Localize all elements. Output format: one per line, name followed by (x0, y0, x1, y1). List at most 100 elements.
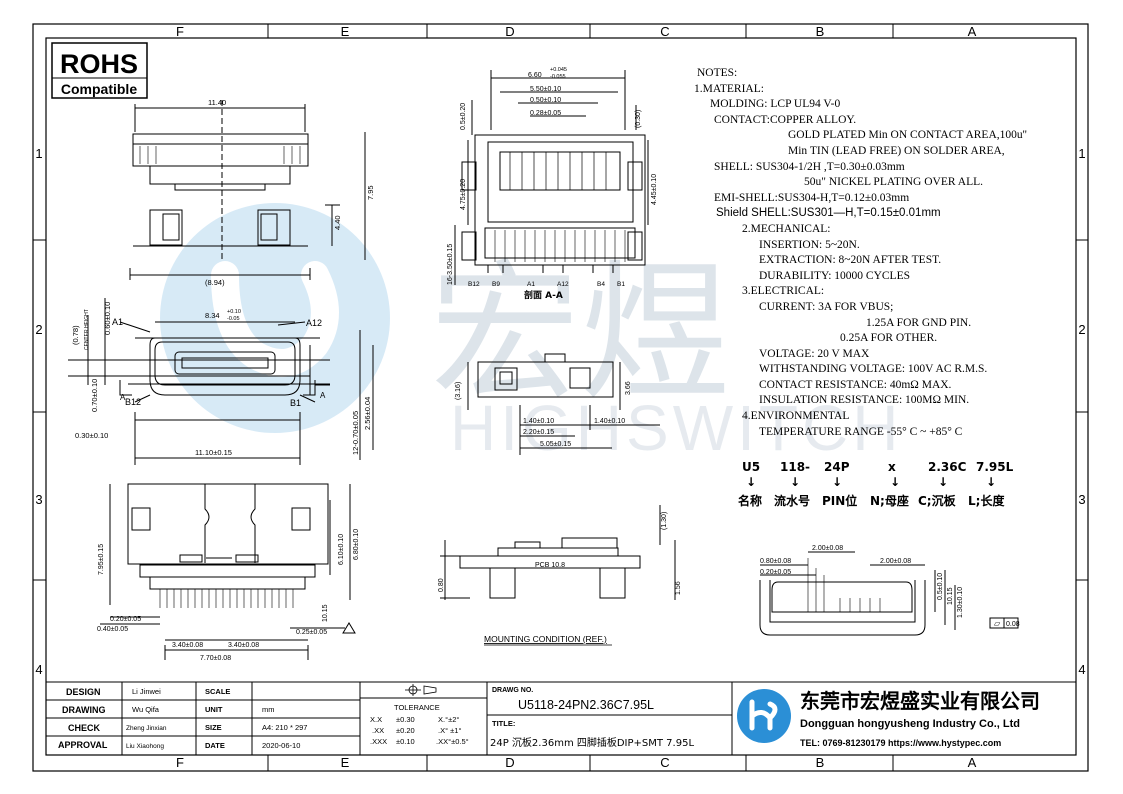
sec-pin-a1: A1 (527, 281, 535, 288)
dim-br-g: 1.30±0.10 (957, 587, 964, 618)
rohs-badge (51, 42, 148, 99)
watermark-logo-icon (160, 203, 390, 433)
code-meaning-5: C;沉板 (918, 494, 956, 508)
dim-bot-d: 3.40±0.08 (228, 642, 259, 649)
zone-top-e: E (341, 24, 350, 39)
rohs-subtitle: Compatible (61, 81, 137, 97)
dim-front-center: CENTER HEIGHT (84, 309, 90, 350)
dim-br-b: 2.00±0.08 (812, 545, 843, 552)
zone-bot-c: C (660, 755, 669, 770)
dim-bot-g: 10.15 (322, 604, 329, 622)
note-line-10: 2.MECHANICAL: (742, 222, 831, 235)
dim-front-overall: 8.34 (205, 311, 220, 320)
dim-sec-v2: (0.30) (635, 110, 642, 128)
note-line-9: Shield SHELL:SUS301—H,T=0.15±0.01mm (716, 207, 941, 220)
label-b1: B1 (290, 398, 301, 408)
dim-bot-b: 0.40±0.05 (97, 626, 128, 633)
code-part-5: 2.36C (928, 460, 967, 474)
watermark-brand: 宏煜 (430, 247, 730, 421)
sec-pin-a12: A12 (557, 281, 569, 288)
date-value: 2020-06-10 (262, 741, 300, 750)
dim-sec-v5: 16-3.50±0.15 (447, 244, 454, 285)
note-line-13: DURABILITY: 10000 CYCLES (759, 269, 910, 282)
note-line-17: 0.25A FOR OTHER. (840, 332, 938, 345)
dim-top-bottom: (8.94) (205, 278, 225, 287)
dim-sec-w4: 0.28±0.05 (530, 110, 561, 117)
tol-r3-c2: ±0.10 (396, 737, 415, 746)
drawing-title: 24P 沉板2.36mm 四脚插板DIP+SMT 7.95L (490, 736, 694, 749)
front-view (68, 298, 374, 465)
zone-top-b: B (816, 24, 825, 39)
sec-pin-b1: B1 (617, 281, 625, 288)
notes-panel: NOTES: 1.MATERIAL: MOLDING: LCP UL94 V-0… (694, 66, 1084, 440)
note-line-15: CURRENT: 3A FOR VBUS; (759, 300, 894, 313)
dim-sec-w1-plus: +0.045 (550, 67, 567, 73)
code-part-4: x (888, 460, 896, 474)
zone-left-2: 2 (35, 322, 42, 337)
label-a-left: A (120, 393, 126, 402)
dim-sec-v1: 0.5±0.20 (460, 103, 467, 130)
design-label: DESIGN (66, 687, 101, 697)
dim-top-height: 7.95 (366, 185, 375, 200)
zone-ticks (33, 24, 1088, 771)
label-a1: A1 (112, 317, 123, 327)
dim-bot-f: 0.25±0.05 (296, 629, 327, 636)
company-logo-icon (737, 689, 791, 743)
dim-front-left2: (0.78) (71, 325, 80, 345)
dim-top-width: 11.40 (208, 98, 226, 107)
title-label: TITLE: (492, 719, 515, 728)
code-meaning-2: 流水号 (774, 494, 811, 508)
code-part-2: 118- (780, 460, 811, 474)
dim-side-d2: 1.40±0.10 (594, 418, 625, 425)
dim-br-f: 10.15 (947, 587, 954, 605)
dim-front-width: 11.10±0.15 (195, 448, 232, 457)
dim-br-e: 0.5±0.10 (937, 573, 944, 600)
drawg-no-label: DRAWG NO. (492, 687, 533, 694)
note-line-5: Min TIN (LEAD FREE) ON SOLDER AREA, (788, 144, 1005, 157)
code-meaning-3: PIN位 (822, 494, 858, 508)
tol-r1-c1: X.X (370, 715, 382, 724)
note-line-12: EXTRACTION: 8~20N AFTER TEST. (759, 254, 942, 267)
design-value: Li Jinwei (132, 687, 161, 696)
check-label: CHECK (68, 723, 101, 733)
code-part-3: 24P (824, 460, 850, 474)
size-label: SIZE (205, 723, 222, 732)
sec-pin-b12: B12 (468, 281, 480, 288)
footprint-view (759, 551, 1019, 636)
dim-side-d4: 5.05±0.15 (540, 441, 571, 448)
date-label: DATE (205, 741, 225, 750)
note-line-4: GOLD PLATED Min ON CONTACT AREA,100u'' (788, 129, 1027, 142)
dim-br-d: 0.20±0.05 (760, 569, 791, 576)
dim-front-left3: 0.70±0.10 (90, 379, 99, 412)
dim-sec-v3: 4.75±0.20 (460, 179, 467, 210)
projection-symbol-icon (405, 684, 437, 696)
dim-sec-w1: 6.60 (528, 72, 542, 79)
note-line-20: CONTACT RESISTANCE: 40mΩ MAX. (759, 378, 952, 391)
code-meaning-1: 名称 (738, 494, 763, 508)
scale-label: SCALE (205, 687, 230, 696)
tolerance-label: TOLERANCE (394, 703, 440, 712)
watermark-brand-en: HIGHSWITCH (450, 392, 902, 464)
notes-heading: NOTES: (697, 67, 738, 79)
drawing-value: Wu Qifa (132, 705, 160, 714)
dim-front-tol-plus: +0.10 (227, 309, 241, 315)
down-arrow-icon: ↓ (790, 475, 801, 489)
mounting-caption: MOUNTING CONDITION (REF.) (484, 634, 607, 644)
down-arrow-icon: ↓ (938, 475, 949, 489)
zone-bot-e: E (341, 755, 350, 770)
tol-r2-c1: .XX (372, 726, 384, 735)
zone-bot-a: A (968, 755, 977, 770)
dim-br-c: 2.00±0.08 (880, 558, 911, 565)
zone-left-4: 4 (35, 662, 42, 677)
dim-bot-h3: 6.80±0.10 (353, 529, 360, 560)
sec-pin-b4: B4 (597, 281, 605, 288)
side-view (467, 353, 660, 455)
tol-r2-c3: .X° ±1° (438, 726, 461, 735)
section-caption: 剖面 A-A (524, 289, 563, 301)
zone-top-f: F (176, 24, 184, 39)
note-line-1: 1.MATERIAL: (694, 82, 764, 95)
dim-side-d3: 2.20±0.15 (523, 429, 554, 436)
title-block (46, 681, 1076, 755)
mounting-view (440, 505, 676, 600)
